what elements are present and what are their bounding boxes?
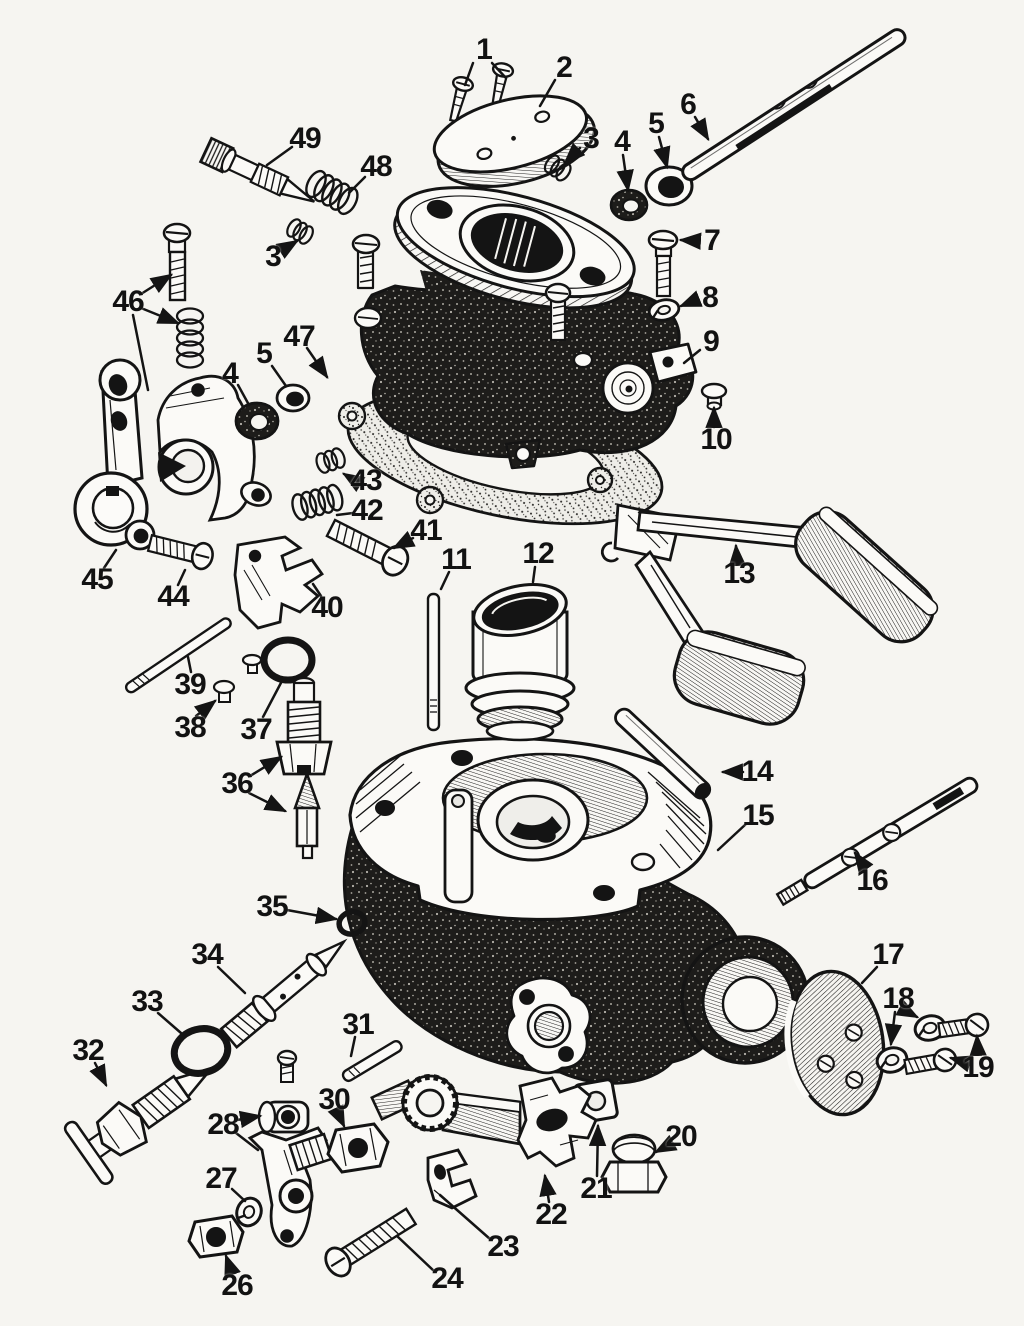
part-11-float-pin	[426, 592, 441, 732]
part-5-retainer-left	[275, 383, 311, 413]
part-26-hex-nut	[187, 1214, 245, 1259]
part-8-lock-washer	[647, 298, 681, 322]
part-49-idle-screw	[198, 136, 316, 203]
part-42-spring	[291, 483, 344, 521]
part-40-bracket	[233, 535, 324, 630]
part-5-retainer-upper	[644, 165, 694, 207]
part-19-screws	[903, 1012, 990, 1076]
part-39-rod	[124, 617, 232, 694]
part-46-screw-and-spring	[162, 222, 205, 369]
part-10-plug	[700, 382, 728, 411]
part-44-screw	[146, 533, 214, 571]
part-45-throttle-lever	[73, 358, 156, 551]
part-18-lock-washers	[875, 1014, 947, 1074]
part-9-upper-body	[351, 186, 698, 470]
part-17-throttle-disc	[784, 969, 886, 1117]
part-43-spring	[315, 447, 346, 474]
part-7-screw	[647, 229, 679, 298]
part-4-washer-upper	[609, 188, 649, 222]
part-4-washer-left	[234, 401, 280, 441]
part-3-spring-left	[286, 218, 314, 245]
part-33-o-ring	[170, 1025, 232, 1077]
part-15-lower-body	[342, 737, 810, 1085]
leader-lines	[89, 61, 987, 1278]
part-37-o-ring	[260, 636, 316, 684]
part-34-needle-valve	[219, 938, 348, 1050]
part-38-screw-pins	[212, 653, 263, 703]
part-45-cam-bracket	[156, 374, 272, 522]
part-12-venturi	[464, 583, 576, 742]
part-48-spring	[305, 169, 359, 216]
part-23-clip	[426, 1148, 478, 1210]
part-35-o-ring	[336, 909, 368, 937]
part-31-pin	[341, 1039, 403, 1083]
part-14-fuel-pipe	[614, 707, 712, 800]
part-22-swivel-bracket	[370, 1074, 598, 1168]
part-2-cover-plate	[432, 94, 596, 188]
part-27-lock-washer	[235, 1196, 263, 1228]
part-16-throttle-shaft	[775, 776, 979, 907]
part-30-gland-nut	[288, 1122, 390, 1174]
part-24-screw	[324, 1207, 418, 1278]
part-6-choke-shaft	[681, 28, 907, 182]
part-36-needle-and-seat	[275, 676, 333, 860]
part-20-hex-plug	[600, 1133, 668, 1194]
part-32-drain-needle-valve	[63, 1065, 216, 1186]
part-13-float	[600, 503, 939, 726]
part-41-screw	[325, 518, 410, 577]
